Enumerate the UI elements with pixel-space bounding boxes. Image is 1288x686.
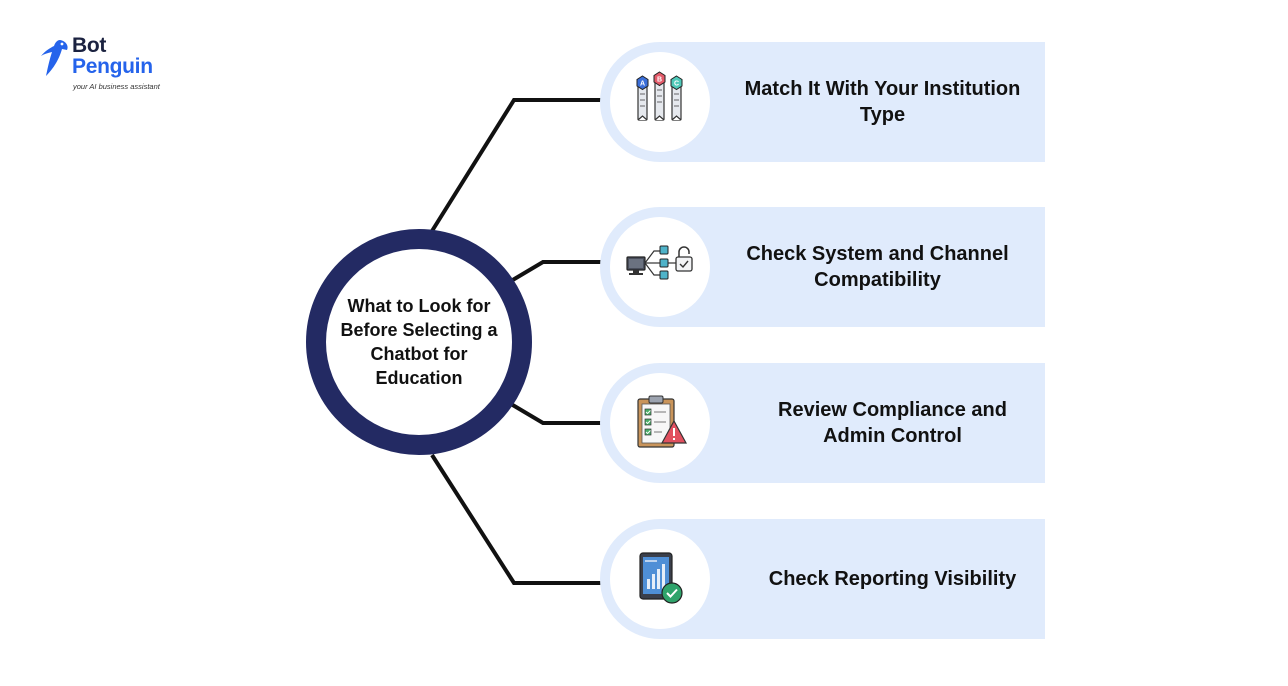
- card-label: Review Compliance and Admin Control: [778, 399, 1007, 447]
- system-network-icon: [626, 245, 693, 280]
- connector-3: [509, 402, 602, 425]
- compliance-clipboard-icon: [637, 395, 688, 448]
- reporting-tablet-icon: [639, 552, 683, 604]
- penguin-bird-icon: [41, 40, 68, 76]
- card-icon-circle: [610, 217, 710, 317]
- abc-tags-icon: A B C: [636, 71, 683, 121]
- logo-word-penguin: Penguin: [72, 55, 153, 78]
- connector-2: [509, 260, 602, 283]
- card-icon-circle: [610, 529, 710, 629]
- logo-word-bot: Bot: [72, 34, 107, 57]
- criteria-card-reporting: Check Reporting Visibility: [600, 519, 1045, 639]
- tag-letter-a: A: [640, 81, 645, 88]
- card-icon-circle: A B C: [610, 52, 710, 152]
- connector-1: [430, 98, 602, 233]
- criteria-card-institution-type: A B C Match It With Your Institution Typ…: [600, 42, 1045, 162]
- criteria-card-compliance: Review Compliance and Admin Control: [600, 363, 1045, 483]
- hub-title: What to Look for Before Selecting a Chat…: [340, 296, 498, 388]
- card-icon-circle: [610, 373, 710, 473]
- connector-4: [430, 453, 602, 585]
- logo-tagline: your AI business assistant: [73, 82, 160, 91]
- tag-letter-b: B: [657, 77, 662, 84]
- tag-letter-c: C: [674, 81, 679, 88]
- criteria-card-system-compatibility: Check System and Channel Compatibility: [600, 207, 1045, 327]
- card-label: Match It With Your Institution Type: [744, 78, 1021, 126]
- card-label: Check Reporting Visibility: [768, 568, 1017, 590]
- brand-logo: Bot Penguin your AI business assistant: [40, 34, 180, 94]
- card-label: Check System and Channel Compatibility: [746, 243, 1009, 291]
- central-hub: What to Look for Before Selecting a Chat…: [306, 229, 532, 455]
